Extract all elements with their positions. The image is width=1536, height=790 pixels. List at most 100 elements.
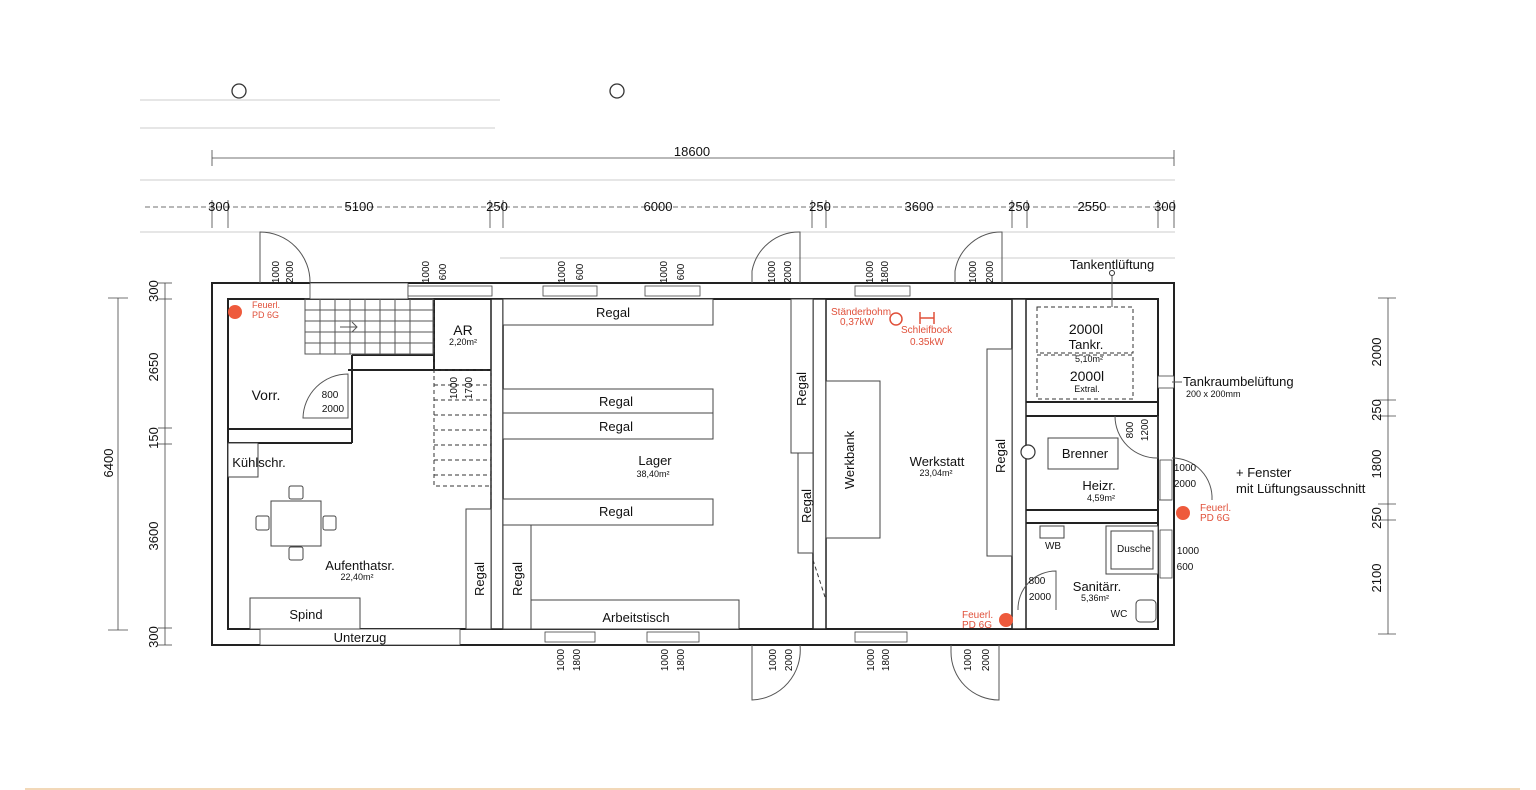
chair [288, 546, 304, 561]
wc-label: WC [1111, 609, 1128, 620]
furniture-labels: Regal Regal Regal Regal Regal Regal Rega… [232, 305, 1151, 645]
room-sanitaer-area: 5,36m² [1081, 593, 1109, 603]
brenner [1047, 437, 1119, 470]
opening-w: 1000 [767, 260, 778, 283]
staenderbohr-icon [889, 312, 903, 326]
opening-w: 1000 [865, 260, 876, 283]
dim-top-8: 300 [1154, 199, 1176, 214]
regal-label: Regal [599, 394, 633, 409]
fire-label-2b: PD 6G [962, 620, 992, 631]
opening-w: 1000 [1177, 546, 1200, 557]
arbeitstisch [530, 599, 740, 630]
room-tank: Tankr. [1069, 337, 1104, 352]
dim-left-1: 2650 [146, 353, 161, 382]
room-werkstatt-area: 23,04m² [919, 468, 952, 478]
opening-w: 1000 [660, 648, 671, 671]
dim-top-5: 3600 [905, 199, 934, 214]
opening-w: 1000 [963, 648, 974, 671]
opening-w: 1000 [271, 260, 282, 283]
room-labels: Vorr. AR 2,20m² Aufenthatsr. 22,40m² Lag… [252, 321, 1122, 603]
dim-left-4: 300 [146, 626, 161, 648]
opening-h: 2000 [285, 260, 296, 283]
tank-1-volume: 2000l [1069, 321, 1103, 337]
opening-w: 1000 [768, 648, 779, 671]
scan-artifacts [140, 83, 1175, 259]
spind-label: Spind [289, 607, 322, 622]
opening-h: 1800 [572, 648, 583, 671]
arbeitstisch-label: Arbeitstisch [602, 610, 669, 625]
dim-left-total: 6400 [101, 449, 116, 478]
opening-h: 2000 [985, 260, 996, 283]
dimension-left: 6400 300 2650 150 3600 300 [101, 280, 172, 648]
stairs [304, 298, 492, 487]
werkbank-label: Werkbank [842, 430, 857, 489]
room-sanitaer: Sanitärr. [1073, 579, 1121, 594]
regal-lager-right-bottom [797, 452, 814, 554]
room-ar-area: 2,20m² [449, 337, 477, 347]
fire-extinguisher-icon [228, 305, 242, 319]
fire-label-1b: PD 6G [252, 310, 279, 320]
dim-top-6: 250 [1008, 199, 1030, 214]
opening-w: 1000 [557, 260, 568, 283]
dusche-label: Dusche [1117, 544, 1151, 555]
regal-lager-left [502, 524, 532, 630]
regal-label: Regal [794, 372, 809, 406]
opening-h: 1700 [464, 376, 475, 399]
dimension-top-segments: 300 5100 250 6000 250 3600 250 2550 300 [145, 199, 1176, 228]
room-werkstatt: Werkstatt [910, 454, 965, 469]
opening-h: 2000 [784, 648, 795, 671]
dim-top-3: 6000 [644, 199, 673, 214]
dimension-right: 2000 250 1800 250 2100 [1369, 297, 1396, 635]
wc-bowl [1135, 599, 1157, 623]
regal-werkstatt [986, 348, 1013, 557]
kuehlschrank-label: Kühlschr. [232, 455, 285, 470]
opening-w: 800 [1125, 421, 1136, 438]
tankraumbelueftung-note: Tankraumbelüftung [1183, 374, 1294, 389]
dim-top-0: 300 [208, 199, 230, 214]
dim-top-4: 250 [809, 199, 831, 214]
fire-label-2a: Feuerl. [962, 610, 993, 621]
room-heiz-area: 4,59m² [1087, 493, 1115, 503]
fire-extinguishers: Feuerl. PD 6G Feuerl. PD 6G Feuerl. PD 6… [228, 300, 1231, 631]
regal-lower [502, 498, 714, 526]
opening-w: 800 [1029, 576, 1046, 587]
opening-h: 2000 [1174, 479, 1197, 490]
schleifbock-icon [919, 312, 935, 324]
tank-1 [1036, 306, 1134, 354]
opening-h: 2000 [322, 404, 345, 415]
chair [288, 485, 304, 500]
room-lager: Lager [638, 453, 672, 468]
opening-h: 600 [676, 263, 687, 280]
dim-right-2: 1800 [1369, 450, 1384, 479]
unterzug-label: Unterzug [334, 630, 387, 645]
dimension-total: 18600 [211, 144, 1175, 166]
regal-label: Regal [599, 504, 633, 519]
room-vorr: Vorr. [252, 387, 281, 403]
regal-aufenthalt [465, 508, 492, 630]
staenderbohr-label: Ständerbohm. [831, 307, 894, 318]
opening-w: 1000 [968, 260, 979, 283]
external-notes: Tankentlüftung Tankraumbelüftung 200 x 2… [1070, 257, 1366, 496]
fire-extinguisher-icon [999, 613, 1013, 627]
room-lager-area: 38,40m² [636, 469, 669, 479]
dim-top-7: 2550 [1078, 199, 1107, 214]
regal-mid-2 [502, 412, 714, 440]
tank-2-sub: Extral. [1074, 384, 1100, 394]
opening-h: 2000 [783, 260, 794, 283]
regal-label: Regal [799, 489, 814, 523]
opening-h: 1800 [881, 648, 892, 671]
dim-right-4: 2100 [1369, 564, 1384, 593]
regal-label: Regal [510, 562, 525, 596]
fire-label-3b: PD 6G [1200, 513, 1230, 524]
fire-label-1a: Feuerl. [252, 300, 280, 310]
staenderbohr-power: 0,37kW [840, 317, 874, 328]
spind [249, 597, 361, 630]
opening-h: 600 [438, 263, 449, 280]
schleifbock-label: Schleifbock [901, 325, 953, 336]
room-aufenthalt-area: 22,40m² [340, 572, 373, 582]
wb-label: WB [1045, 541, 1061, 552]
dim-left-3: 3600 [146, 522, 161, 551]
regal-label: Regal [993, 439, 1008, 473]
opening-w: 1000 [659, 260, 670, 283]
